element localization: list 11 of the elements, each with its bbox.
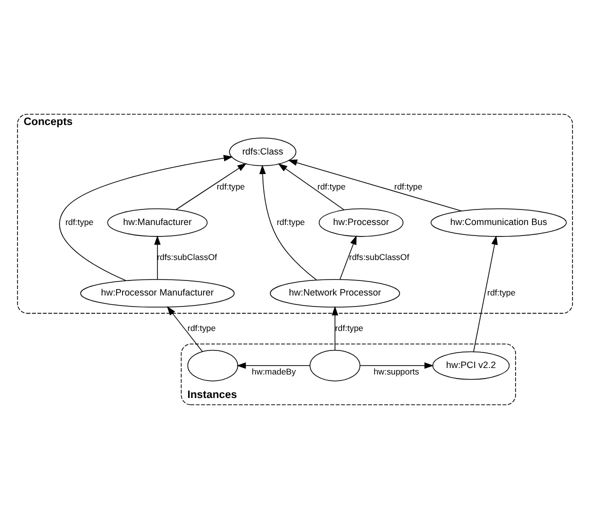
edge-label: rdf:type [487,286,516,297]
edge-label: rdf:type [394,180,422,191]
edge-label: rdf:type [276,216,305,226]
edge-label: rdf:type [317,180,346,191]
edge-label: rdf:type [65,216,94,226]
edge-label: rdf:type [335,322,364,332]
edge-label: rdfs:subClassOf [349,252,410,262]
edge-label: hw:madeBy [252,366,296,376]
edge-label: rdf:type [216,180,245,191]
edge-label: hw:supports [374,366,420,376]
edge-label: rdf:type [188,322,216,332]
